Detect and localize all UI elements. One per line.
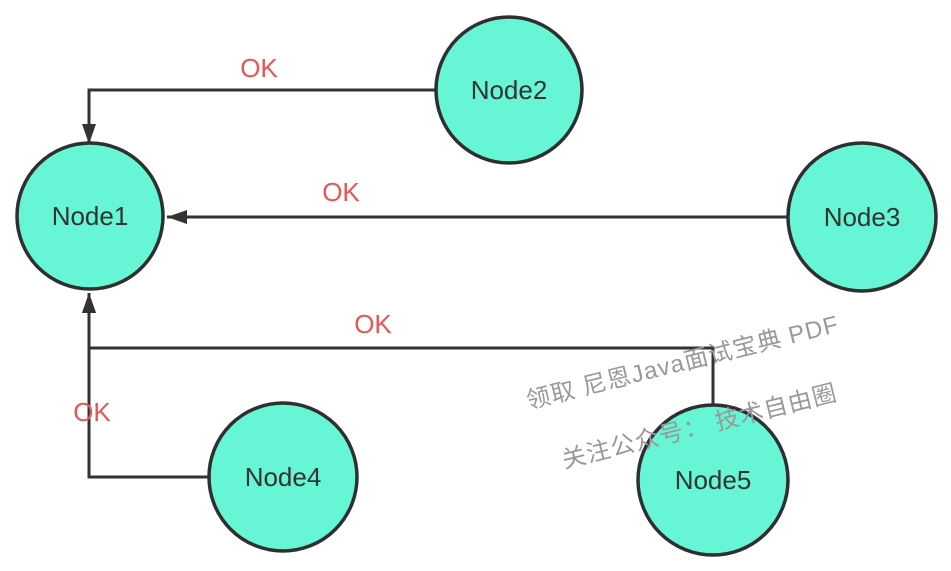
node1-label: Node1 bbox=[52, 201, 129, 231]
edge-node2-node1[interactable] bbox=[82, 88, 435, 144]
node2-label: Node2 bbox=[471, 75, 548, 105]
edge-node2-node1-label: OK bbox=[240, 53, 278, 83]
edge-node4-node1[interactable] bbox=[82, 293, 208, 479]
node4-label: Node4 bbox=[245, 462, 322, 492]
node5-circle[interactable] bbox=[636, 403, 790, 557]
node3-label: Node3 bbox=[824, 202, 901, 232]
edge-node5-node1[interactable] bbox=[82, 293, 715, 404]
node1-circle[interactable] bbox=[15, 141, 165, 291]
node4-circle[interactable] bbox=[207, 401, 359, 553]
edge-node4-node1-label: OK bbox=[73, 397, 111, 427]
node5-label: Node5 bbox=[675, 465, 752, 495]
edge-node3-node1-label: OK bbox=[322, 177, 360, 207]
edge-node5-node1-label: OK bbox=[354, 309, 392, 339]
node2-circle[interactable] bbox=[434, 15, 584, 165]
labels-layer: OK OK OK OK bbox=[73, 53, 392, 427]
node3-circle[interactable] bbox=[786, 141, 938, 293]
edges-layer bbox=[82, 88, 787, 479]
